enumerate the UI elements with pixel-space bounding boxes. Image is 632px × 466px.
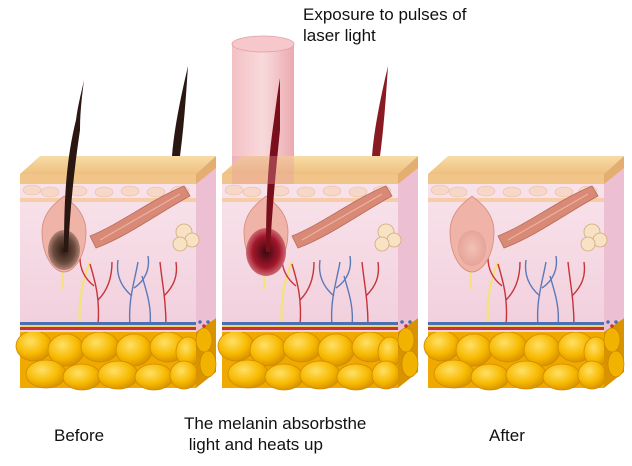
melanin-line-1: The melanin absorbsthe — [184, 414, 367, 433]
hair-shaft — [64, 80, 84, 252]
laser-exposure-line-2: laser light — [303, 26, 376, 45]
melanin-label: The melanin absorbsthe light and heats u… — [184, 413, 366, 455]
hair-bulb — [48, 230, 80, 270]
panel-before — [14, 66, 218, 392]
hair-shaft-heated — [266, 78, 280, 252]
before-label: Before — [54, 426, 105, 445]
panel-after — [422, 154, 626, 392]
after-label: After — [489, 426, 525, 445]
hair-shaft-secondary — [172, 66, 188, 156]
melanin-line-2: light and heats up — [184, 435, 323, 454]
panel-laser — [216, 66, 420, 392]
laser-exposure-line-1: Exposure to pulses of — [303, 5, 467, 24]
laser-exposure-label: Exposure to pulses of laser light — [303, 4, 466, 46]
hair-bulb-empty — [458, 230, 486, 266]
hair-shaft-secondary — [372, 66, 388, 156]
